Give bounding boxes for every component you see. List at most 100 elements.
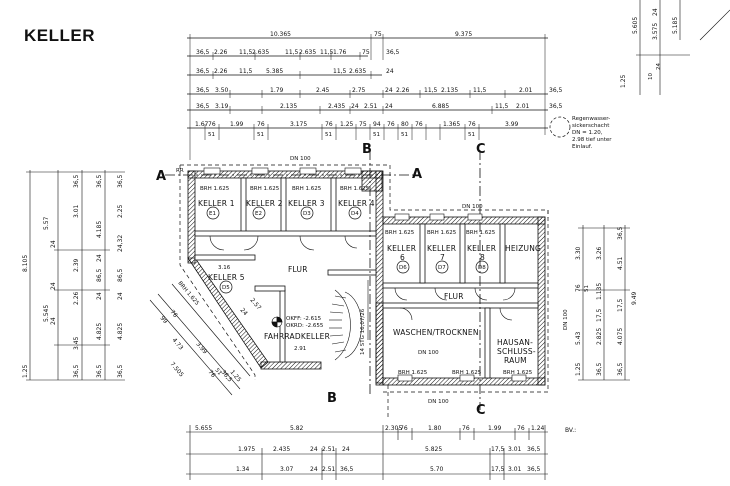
- dim-top-r2-2: 11,5: [239, 49, 253, 56]
- dim-diag-3: 3.99: [194, 341, 208, 356]
- dim-diag-4: 7.505: [168, 361, 185, 379]
- dim-right-13: 1.25: [575, 362, 582, 376]
- bv-label: BV.:: [565, 427, 576, 434]
- dim-right-7: 5.43: [575, 331, 582, 345]
- dim-left-c2-5: 2.26: [73, 291, 80, 305]
- dim-bot-r1-2: 2.305: [385, 425, 402, 432]
- dim-top-r6-9: 76: [387, 121, 395, 128]
- dim-top-r4-4: 2.75: [352, 87, 366, 94]
- room-hausan-3: RAUM: [504, 356, 527, 365]
- dim-top-r2-7: 1.76: [333, 49, 347, 56]
- dim-left-c1-1: 8.105: [22, 255, 29, 272]
- brh-keller-8: BRH 1.625: [466, 230, 496, 236]
- dim-tr-2: 24: [652, 8, 659, 16]
- dim-right-5: 51: [584, 285, 590, 292]
- plan-title: KELLER: [24, 26, 95, 45]
- dim-left-c2-6: 24: [50, 317, 57, 325]
- id-keller-3: D3: [303, 211, 311, 217]
- brh-waschen-1: BRH 1.625: [398, 370, 428, 376]
- dim-bot-r2-1: 2.435: [273, 446, 290, 453]
- dim-top-r5-4: 24: [351, 103, 359, 110]
- dim-top-r4-2: 1.79: [270, 87, 284, 94]
- id-keller-5: D5: [222, 285, 230, 291]
- dim-bot-r3-0: 1.34: [236, 466, 250, 473]
- dim-top-r6-0: 1.67: [195, 121, 209, 128]
- top-right-fragment: [636, 0, 730, 95]
- dim-left-c3-0: 36,5: [96, 174, 103, 188]
- room-keller-7-num: 7: [440, 253, 445, 262]
- dim-right-11: 4.075: [617, 328, 624, 345]
- dim-right-2: 36,5: [617, 226, 624, 240]
- dim-bot-r3-4: 36,5: [340, 466, 354, 473]
- left-dimension-chains: [26, 170, 125, 381]
- dim-top-r4-11: 36,5: [549, 87, 563, 94]
- dim-tr-0: 5.605: [632, 17, 639, 34]
- dn100-wash: DN 100: [418, 350, 439, 356]
- dim-top-r2-4: 11,5: [285, 49, 299, 56]
- okrd-level: OKRD: -2.655: [286, 323, 324, 329]
- dim-diag-10: 24: [238, 307, 248, 317]
- dim-291: 2.91: [294, 346, 306, 352]
- section-b-bottom: B: [327, 391, 337, 406]
- room-hausan-2: SCHLUSS-: [497, 347, 536, 356]
- dim-tr-6: 24: [656, 63, 662, 70]
- room-keller-6-num: 6: [400, 253, 405, 262]
- id-keller-4: D4: [351, 211, 359, 217]
- dim-top-r4-1: 3.50: [215, 87, 229, 94]
- dn100-mid: DN 100: [462, 204, 483, 210]
- top-dimension-chains: [187, 34, 548, 160]
- dim-top-r4-5: 24: [385, 87, 393, 94]
- dim-top-r6-2: 1.99: [230, 121, 244, 128]
- dim-top-r5-3: 2.435: [328, 103, 345, 110]
- door-swings: [209, 235, 516, 321]
- okff-level: OKFF: -2.615: [286, 316, 322, 322]
- dim-top-r4-7: 11,5: [424, 87, 438, 94]
- dim-top-r4-8: 2.135: [441, 87, 458, 94]
- id-keller-1: E1: [209, 211, 216, 217]
- dim-tr-4: 1.25: [620, 74, 627, 88]
- room-id-circles: [206, 116, 571, 294]
- dim-bot-r1-5: 76: [462, 425, 470, 432]
- dim-bot-r1-4: 1.80: [428, 425, 442, 432]
- dim-top-r6-8: 94: [373, 121, 381, 128]
- dim-diag-5: 76: [206, 369, 216, 379]
- dim-top-r6-7: 75: [359, 121, 367, 128]
- regen-line-2: sickerschacht: [572, 123, 610, 129]
- dim-top-r5-10: 36,5: [549, 103, 563, 110]
- room-hausan-1: HAUSAN-: [497, 338, 533, 347]
- room-flur-1: FLUR: [288, 265, 308, 274]
- dim-left-c1-3: 1.25: [22, 364, 29, 378]
- dim-diag-9: 2.57: [248, 297, 262, 312]
- regen-line-3: DN = 1.20,: [572, 130, 603, 136]
- brh-keller-6: BRH 1.625: [385, 230, 415, 236]
- dim-top-51-b: 51: [257, 132, 264, 138]
- windows: [203, 167, 527, 382]
- dim-top-r3-3: 5.385: [266, 68, 283, 75]
- dim-bot-r2-0: 1.975: [238, 446, 255, 453]
- section-c-bottom: C: [476, 403, 486, 418]
- dim-top-r3-0: 36,5: [196, 68, 210, 75]
- drainage-outline: [179, 164, 549, 420]
- room-keller-1: KELLER 1: [198, 199, 235, 208]
- dim-bot-r2-4: 24: [342, 446, 350, 453]
- right-dimension-texts: 3.30 3.26 36,5 4.51 76 51 1.135 5.43 17,…: [575, 226, 638, 376]
- dim-bot-r3-3: 2.51: [322, 466, 336, 473]
- dim-right-0: 3.30: [575, 246, 582, 260]
- dim-top-r1-a: 10.365: [270, 31, 291, 38]
- left-dimension-texts: 5.57 8.105 5.545 1.25 36,5 3.01 24 2.39 …: [22, 174, 124, 378]
- dim-top-51-f: 51: [468, 132, 475, 138]
- room-labels: BRH 1.625 KELLER 1 E1 BRH 1.625 KELLER 2…: [176, 186, 540, 376]
- dim-bot-r1-7: 76: [517, 425, 525, 432]
- dim-left-c2-3: 2.39: [73, 258, 80, 272]
- dim-top-r4-10: 2.01: [519, 87, 533, 94]
- brh-keller-4: BRH 1.625: [340, 186, 370, 192]
- room-keller-8-num: 8: [480, 253, 485, 262]
- rr-label: RR: [176, 168, 184, 174]
- dim-left-c1-2: 5.545: [43, 305, 50, 322]
- dim-top-r3-5: 2.635: [349, 68, 366, 75]
- diagonal-dimensions: [149, 283, 251, 396]
- dim-top-r5-2: 2.135: [280, 103, 297, 110]
- dim-top-r3-6: 24: [386, 68, 394, 75]
- dim-left-c4-2: 24,32: [117, 235, 124, 252]
